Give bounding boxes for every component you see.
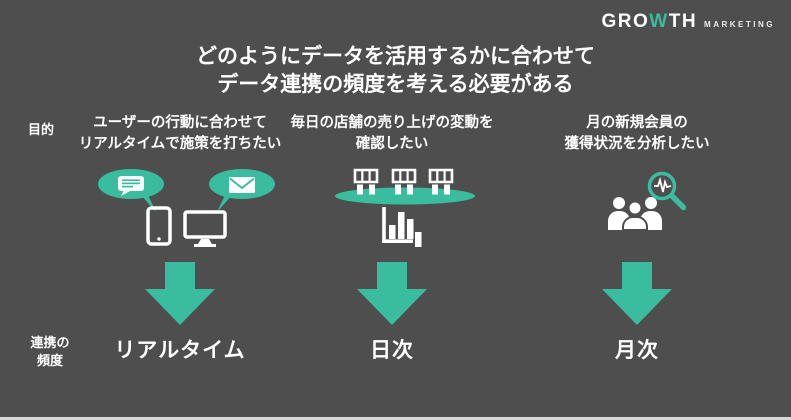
monitor-icon	[183, 210, 227, 247]
row-label-purpose: 目的	[28, 122, 55, 137]
purpose-line2: 確認したい	[355, 136, 429, 152]
purpose-text: 月の新規会員の 獲得状況を分析したい	[507, 113, 767, 155]
bar-chart-icon	[382, 207, 422, 247]
tablet-icon	[146, 206, 172, 246]
title-line1: どのようにデータを活用するかに合わせて	[196, 45, 595, 68]
column-realtime: ユーザーの行動に合わせて リアルタイムで施策を打ちたい	[60, 0, 300, 420]
people-group-icon	[608, 197, 662, 230]
down-arrow-icon	[602, 262, 672, 325]
storefront-icon	[353, 168, 379, 195]
purpose-line2: 獲得状況を分析したい	[564, 136, 710, 152]
logo-w-checkmark: W	[649, 11, 669, 32]
page-title: どのようにデータを活用するかに合わせて データ連携の頻度を考える必要がある	[0, 43, 791, 99]
bottom-edge-strip	[0, 417, 791, 420]
column-daily: 毎日の店舗の売り上げの変動を 確認したい	[282, 0, 502, 420]
purpose-line1: ユーザーの行動に合わせて	[93, 115, 267, 131]
row-label-frequency: 連携の 頻度	[18, 334, 82, 370]
frequency-value: 日次	[370, 339, 414, 362]
down-arrow-icon	[145, 262, 215, 325]
column-monthly: 月の新規会員の 獲得状況を分析したい 月次	[527, 0, 747, 420]
storefront-icon	[428, 168, 454, 195]
storefront-icon	[391, 168, 417, 195]
logo-post: TH	[668, 11, 698, 32]
down-arrow-icon	[357, 262, 427, 325]
purpose-line1: 毎日の店舗の売り上げの変動を	[290, 115, 494, 131]
purpose-text: ユーザーの行動に合わせて リアルタイムで施策を打ちたい	[40, 113, 320, 155]
pulse-magnifier-icon	[647, 171, 687, 211]
purpose-line1: 月の新規会員の	[586, 115, 688, 131]
logo-wordmark: GROWTH	[602, 11, 698, 33]
row-label-frequency-line2: 頻度	[36, 353, 63, 368]
growth-marketing-logo: GROWTH MARKETING	[602, 11, 776, 33]
frequency-value: 月次	[615, 339, 659, 362]
purpose-text: 毎日の店舗の売り上げの変動を 確認したい	[262, 113, 522, 155]
logo-subtext: MARKETING	[704, 20, 775, 29]
title-line2: データ連携の頻度を考える必要がある	[217, 73, 574, 96]
logo-pre: GRO	[601, 11, 650, 32]
chat-speech-bubble-icon	[98, 169, 164, 212]
purpose-line2: リアルタイムで施策を打ちたい	[78, 136, 282, 152]
row-label-frequency-line1: 連携の	[30, 335, 70, 350]
mail-speech-bubble-icon	[209, 169, 275, 212]
frequency-value: リアルタイム	[114, 339, 246, 362]
